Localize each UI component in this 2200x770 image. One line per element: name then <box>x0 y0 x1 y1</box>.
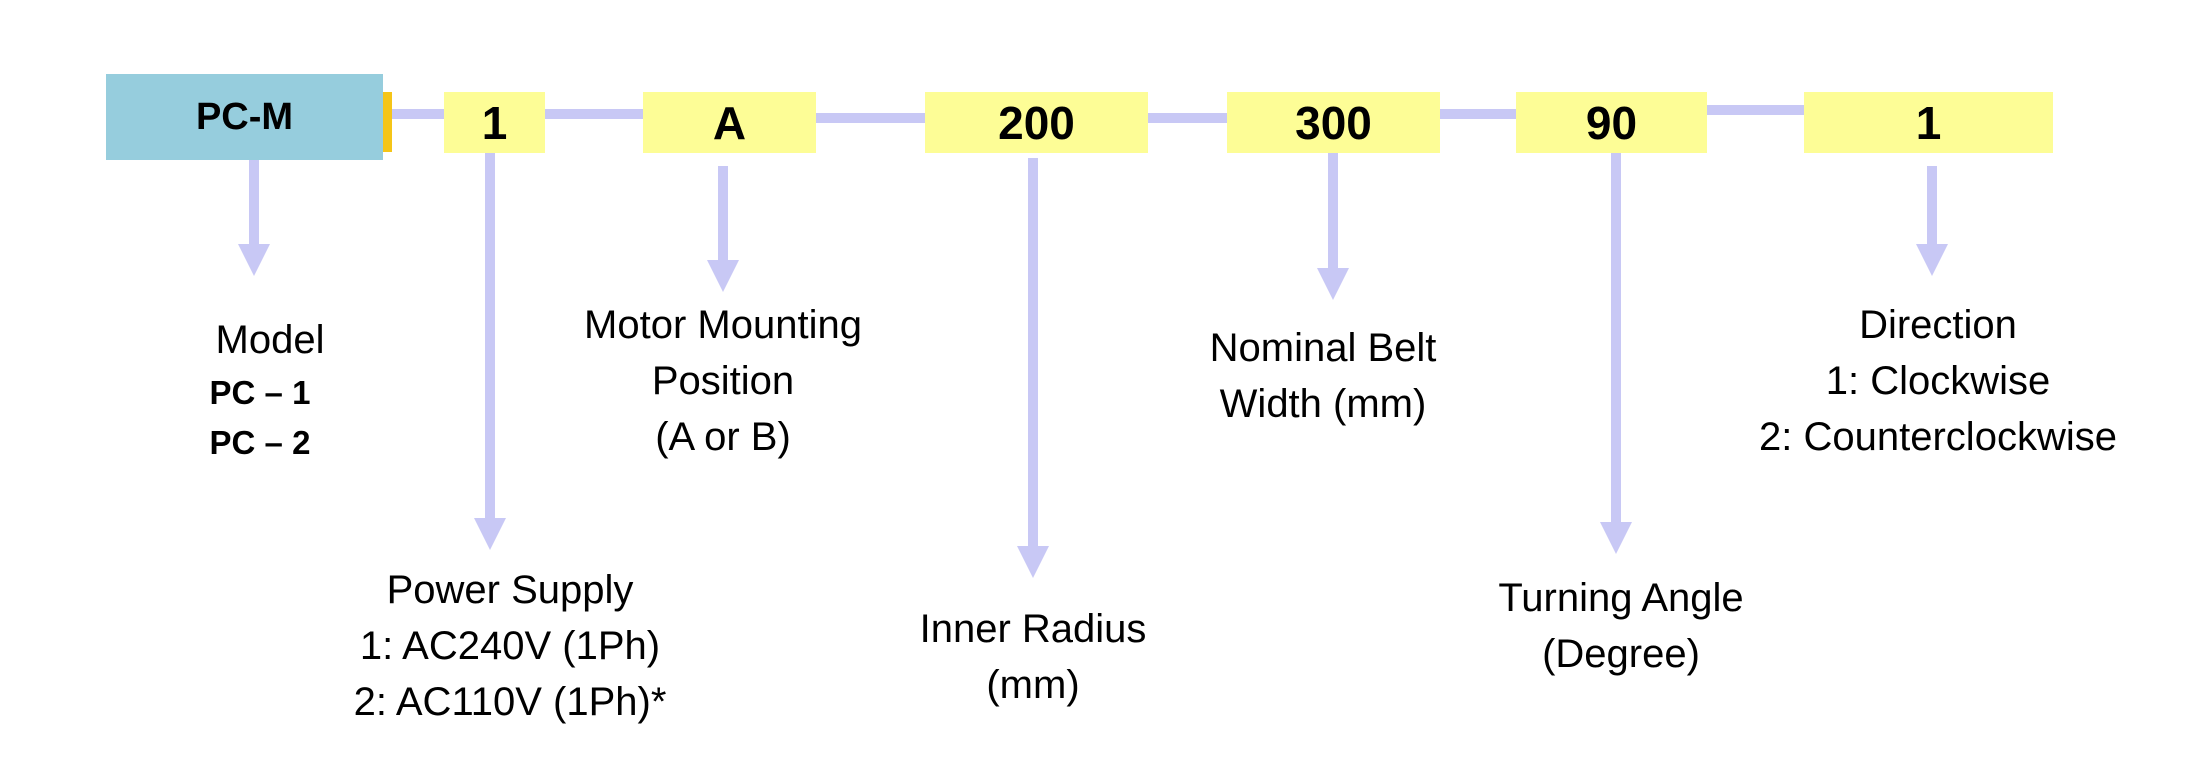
model-box-accent <box>383 92 392 152</box>
angle-label: Turning Angle (Degree) <box>1456 570 1786 682</box>
width-code-box: 300 <box>1227 92 1440 153</box>
angle-label-line: Turning Angle <box>1498 576 1744 620</box>
arrowhead-power <box>474 518 506 550</box>
model-code-option: PC – 2 <box>209 424 311 461</box>
width-code-text: 300 <box>1295 96 1372 149</box>
mounting-code-text: A <box>712 96 747 149</box>
power-label-line: Power Supply <box>386 568 634 612</box>
radius-label: Inner Radius (mm) <box>883 601 1183 713</box>
model-label-title: Model <box>215 318 325 362</box>
model-code-text: PC-M <box>195 95 294 138</box>
power-code-text: 1 <box>481 96 508 149</box>
width-label-line: Width (mm) <box>1219 382 1427 426</box>
angle-code-box: 90 <box>1516 92 1707 153</box>
width-label: Nominal Belt Width (mm) <box>1173 320 1473 432</box>
direction-label-line: 2: Counterclockwise <box>1759 415 2117 459</box>
arrowhead-angle <box>1600 522 1632 554</box>
arrowhead-direction <box>1916 244 1948 276</box>
direction-code-box: 1 <box>1804 92 2053 153</box>
mounting-label-line: Position <box>651 359 795 403</box>
mounting-code-box: A <box>643 92 816 153</box>
power-code-box: 1 <box>444 92 545 153</box>
direction-code-text: 1 <box>1915 96 1942 149</box>
width-label-line: Nominal Belt <box>1209 326 1437 370</box>
radius-label-line: Inner Radius <box>919 607 1147 651</box>
arrowhead-model <box>238 244 270 276</box>
radius-label-line: (mm) <box>986 663 1080 707</box>
angle-code-text: 90 <box>1585 96 1638 149</box>
arrowhead-width <box>1317 268 1349 300</box>
radius-code-text: 200 <box>998 96 1075 149</box>
direction-label-line: Direction <box>1859 303 2017 347</box>
model-code-option: PC – 1 <box>209 374 311 411</box>
mounting-label: Motor Mounting Position (A or B) <box>543 297 903 465</box>
radius-code-box: 200 <box>925 92 1148 153</box>
direction-label-line: 1: Clockwise <box>1825 359 2051 403</box>
arrowhead-mounting <box>707 260 739 292</box>
power-label-line: 2: AC110V (1Ph)* <box>353 680 667 724</box>
arrowhead-radius <box>1017 546 1049 578</box>
model-code-box: PC-M <box>106 74 383 160</box>
direction-label: Direction 1: Clockwise 2: Counterclockwi… <box>1718 297 2158 465</box>
power-label-line: 1: AC240V (1Ph) <box>359 624 661 668</box>
mounting-label-line: Motor Mounting <box>584 303 862 347</box>
model-label: Model PC – 1 PC – 2 <box>150 312 390 468</box>
power-label: Power Supply 1: AC240V (1Ph) 2: AC110V (… <box>300 562 720 730</box>
angle-label-line: (Degree) <box>1542 632 1700 676</box>
mounting-label-line: (A or B) <box>655 415 791 459</box>
